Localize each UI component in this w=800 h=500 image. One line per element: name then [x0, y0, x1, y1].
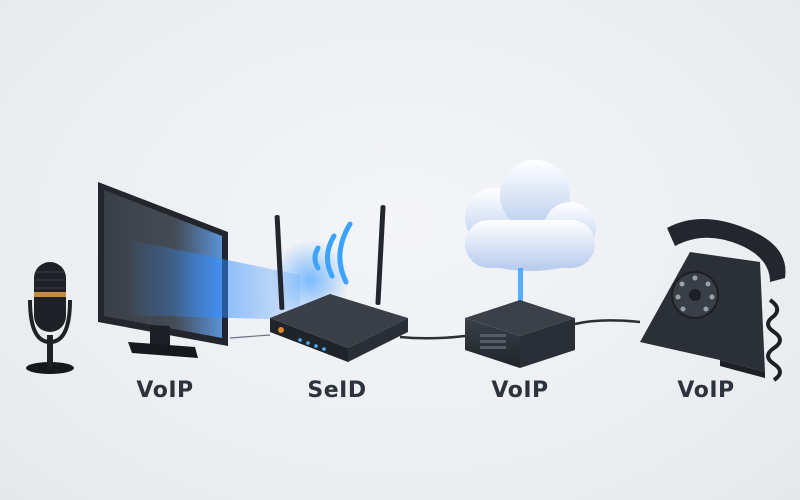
cable-line	[229, 319, 641, 340]
cloud-icon	[465, 160, 596, 271]
rotary-telephone-icon	[640, 219, 786, 382]
cloud-gateway-icon	[465, 300, 575, 368]
uplink-beam	[518, 268, 523, 323]
label-voip-cloud: VoIP	[491, 378, 549, 403]
signal-beam	[130, 240, 300, 320]
microphone-icon	[26, 262, 74, 374]
label-voip-microphone: VoIP	[136, 378, 194, 403]
label-voip-phone: VoIP	[677, 378, 735, 403]
wifi-router-icon	[270, 205, 408, 362]
label-seid-router: SeID	[307, 378, 367, 403]
